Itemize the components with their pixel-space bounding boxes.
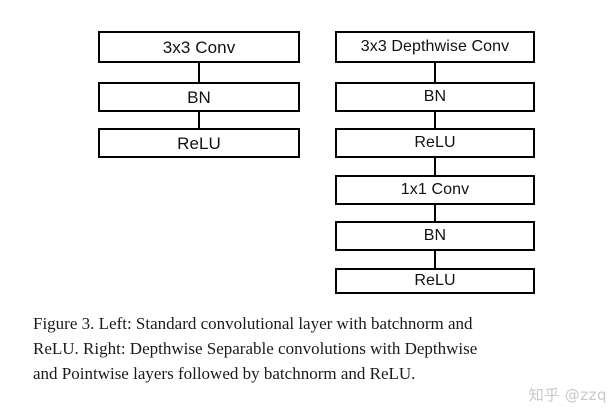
connector-line [198,63,200,82]
block-3x3-conv[interactable]: 3x3 Conv [98,31,300,63]
diagram-flowchart: 3x3 Conv BN ReLU 3x3 Depthwise Conv BN R [98,31,535,294]
connector-line [434,251,436,268]
caption-line-2: ReLU. Right: Depthwise Separable convolu… [33,339,478,358]
watermark-handle: @zzq [564,386,607,404]
diagram-column-right: 3x3 Depthwise Conv BN ReLU 1x1 Conv BN R… [335,31,535,294]
connector-line [434,158,436,175]
block-bn-2[interactable]: BN [335,221,535,251]
block-1x1-conv[interactable]: 1x1 Conv [335,175,535,205]
block-bn[interactable]: BN [98,82,300,112]
block-relu[interactable]: ReLU [98,128,300,158]
block-label: BN [187,87,211,107]
block-label: 1x1 Conv [400,181,470,198]
block-relu-1[interactable]: ReLU [335,128,535,158]
connector-line [434,112,436,128]
figure-caption: Figure 3. Left: Standard convolutional l… [33,311,585,386]
connector-line [434,205,436,221]
caption-line-3: and Pointwise layers followed by batchno… [33,364,416,383]
caption-line-1: Figure 3. Left: Standard convolutional l… [33,314,473,333]
connector-line [434,63,436,82]
diagram-column-left: 3x3 Conv BN ReLU [98,31,300,158]
block-bn-1[interactable]: BN [335,82,535,112]
block-relu-2[interactable]: ReLU [335,268,535,294]
watermark: 知乎@zzq [529,384,607,405]
block-label: ReLU [414,272,456,289]
block-label: ReLU [177,133,221,153]
block-label: ReLU [414,134,456,151]
block-3x3-depthwise-conv[interactable]: 3x3 Depthwise Conv [335,31,535,63]
connector-line [198,112,200,128]
block-label: 3x3 Conv [162,37,236,57]
block-label: BN [423,227,447,244]
zhihu-logo-text: 知乎 [528,386,560,404]
block-label: 3x3 Depthwise Conv [360,38,510,55]
block-label: BN [423,88,447,105]
